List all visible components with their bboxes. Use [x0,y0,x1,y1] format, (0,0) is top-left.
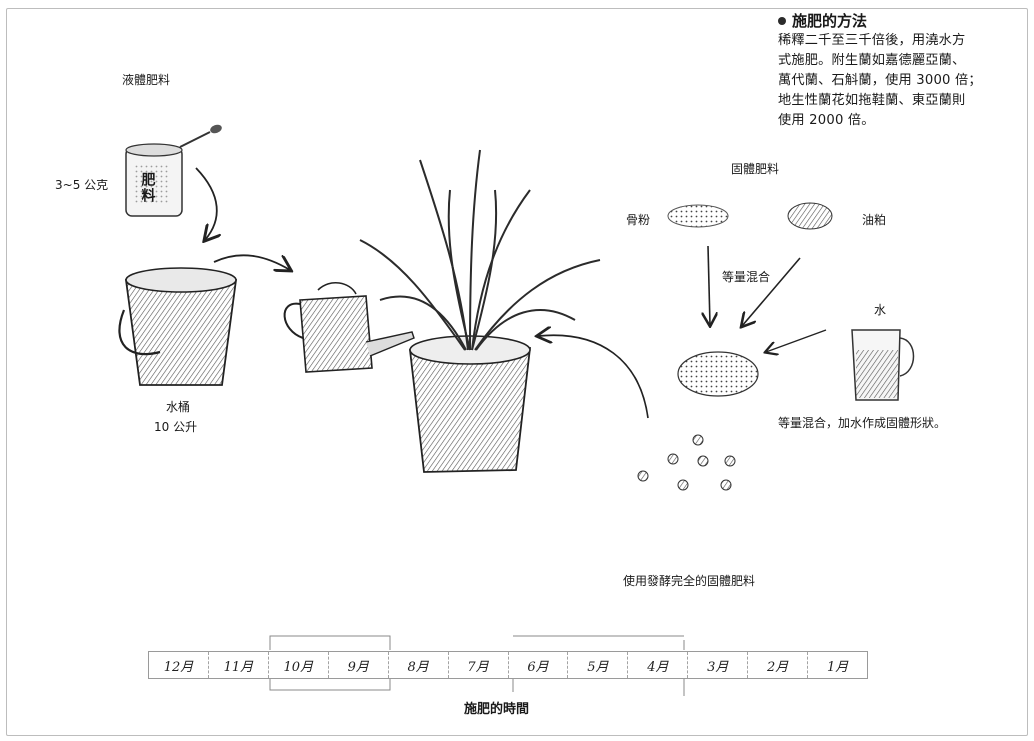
month-cell: 5月 [568,652,629,678]
arrow-bonemeal-down [708,245,710,325]
timeline-bracket [269,635,685,696]
bucket-label: 水桶 [166,400,191,414]
bone-meal-icon [667,204,729,228]
method-line: 地生性蘭花如拖鞋蘭、東亞蘭則 [778,93,966,108]
month-cell: 4月 [628,652,689,678]
liquid-fertilizer-label: 液體肥料 [122,73,171,87]
amount-label: 3~5 公克 [55,178,109,192]
timeline-caption: 施肥的時間 [464,702,530,717]
water-jug-icon [851,329,915,401]
jar-text: 肥料 [139,172,156,204]
month-cell: 11月 [209,652,269,678]
orchid-pot-icon [359,149,601,473]
month-cell: 7月 [449,652,509,678]
arrow-pellets-to-pot [538,335,649,419]
bucket-icon [118,267,238,386]
method-title: 施肥的方法 [792,12,868,30]
water-label: 水 [874,303,887,317]
mix-note: 等量混合，加水作成固體形狀。 [778,416,947,430]
month-cell: 10月 [269,652,329,678]
month-cell: 9月 [329,652,389,678]
bullet-icon [778,16,786,25]
mixed-fertilizer-icon [677,351,759,397]
oil-cake-label: 油粕 [862,213,887,227]
month-cell: 3月 [688,652,749,678]
arrow-jar-to-bucket [195,167,217,240]
month-cell: 6月 [509,652,569,678]
method-line: 萬代蘭、石斛蘭，使用 3000 倍； [778,73,982,88]
method-title-row: 施肥的方法 [778,10,1028,31]
watering-can-icon [283,282,415,373]
month-timeline: 12月 11月 10月 9月 8月 7月 6月 5月 4月 3月 2月 1月 [148,651,868,679]
oil-cake-icon [787,202,833,230]
arrow-bucket-to-can [213,254,290,270]
equal-mix-label: 等量混合 [722,270,771,284]
month-cell: 2月 [748,652,809,678]
bucket-volume-label: 10 公升 [154,420,198,434]
bone-meal-label: 骨粉 [626,213,651,227]
arrow-water-to-mix [766,329,827,352]
month-cell: 8月 [389,652,449,678]
fertilizer-pellets-icon [637,434,736,491]
method-line: 稀釋二千至三千倍後，用澆水方 [778,33,966,48]
method-line: 使用 2000 倍。 [778,113,875,128]
arrow-oilcake-down [742,257,801,326]
fermented-note: 使用發酵完全的固體肥料 [623,574,756,588]
figure-frame [6,8,1028,736]
month-cell: 12月 [149,652,209,678]
solid-fertilizer-label: 固體肥料 [731,162,780,176]
fertilizer-jar-icon [125,143,183,217]
fertilizing-method: 施肥的方法 稀釋二千至三千倍後，用澆水方 式施肥。附生蘭如嘉德麗亞蘭、 萬代蘭、… [778,10,1028,131]
method-line: 式施肥。附生蘭如嘉德麗亞蘭、 [778,53,966,68]
spoon-icon [179,124,222,148]
month-cell: 1月 [826,659,849,675]
